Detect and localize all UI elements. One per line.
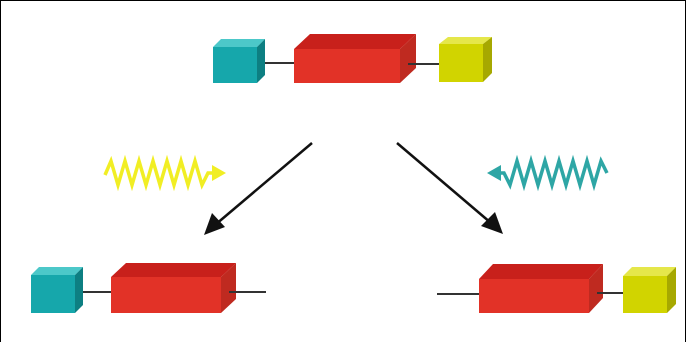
teal-cube-top	[213, 39, 265, 83]
red-block-top	[294, 34, 416, 83]
bottom-right-assembly	[437, 264, 676, 313]
bottom-left-assembly	[31, 263, 266, 313]
arrow-to-bottom-right	[396, 142, 503, 234]
yellow-cube-top	[439, 37, 492, 82]
teal-cube-bottom-left	[31, 267, 83, 313]
arrow-to-bottom-left	[204, 142, 313, 235]
top-assembly	[213, 34, 492, 83]
red-block-bottom-right	[479, 264, 603, 313]
yellow-cube-bottom-right	[623, 267, 676, 313]
yellow-signal-zigzag	[103, 154, 226, 192]
teal-signal-zigzag	[487, 154, 609, 192]
red-block-bottom-left	[111, 263, 236, 313]
